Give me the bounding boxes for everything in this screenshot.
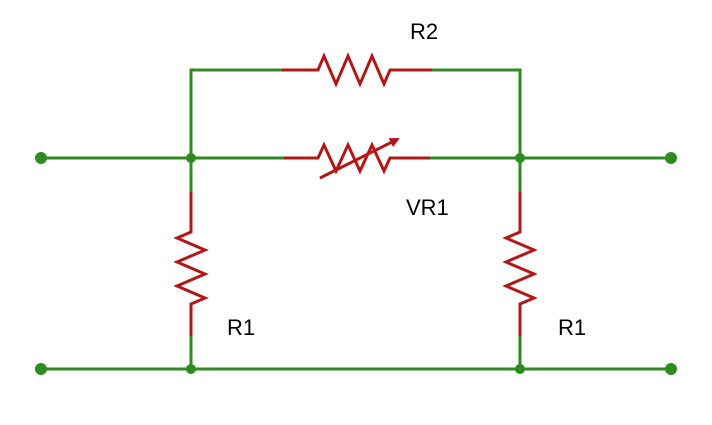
terminal-bottom-right — [665, 363, 677, 375]
wires — [39, 68, 673, 371]
label-r2: R2 — [410, 19, 439, 44]
r2-resistor — [282, 52, 432, 88]
label-r1-left: R1 — [227, 315, 256, 340]
terminal-top-left — [35, 152, 47, 164]
r1-left-resistor — [173, 192, 209, 336]
r1-right-resistor — [502, 192, 538, 336]
terminal-bottom-left — [35, 363, 47, 375]
label-vr1: VR1 — [406, 195, 449, 220]
node-junction-left-bottom — [186, 364, 196, 374]
components — [173, 52, 538, 336]
nodes — [35, 152, 677, 375]
label-r1-right: R1 — [558, 315, 587, 340]
node-junction-right-bottom — [515, 364, 525, 374]
vr1-resistor — [284, 141, 430, 175]
node-junction-right-middle — [515, 153, 525, 163]
vr1-adjust-arrow — [319, 137, 400, 180]
node-junction-left-middle — [186, 153, 196, 163]
terminal-top-right — [665, 152, 677, 164]
